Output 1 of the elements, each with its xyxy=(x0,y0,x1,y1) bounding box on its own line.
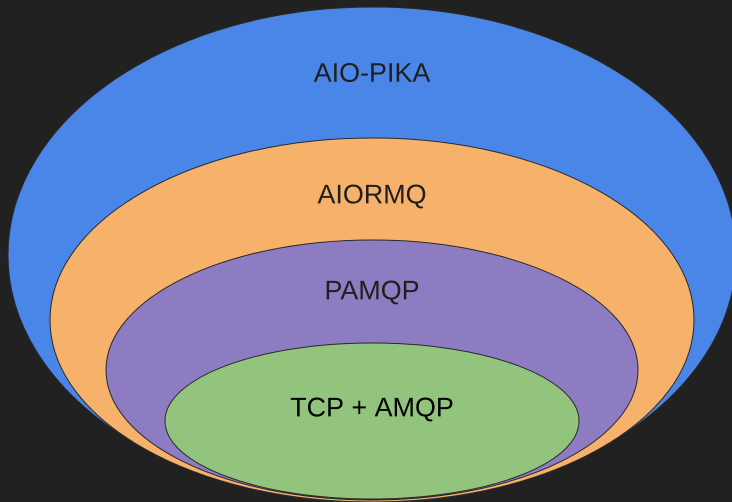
ellipse-layer: TCP + AMQP xyxy=(164,342,580,500)
